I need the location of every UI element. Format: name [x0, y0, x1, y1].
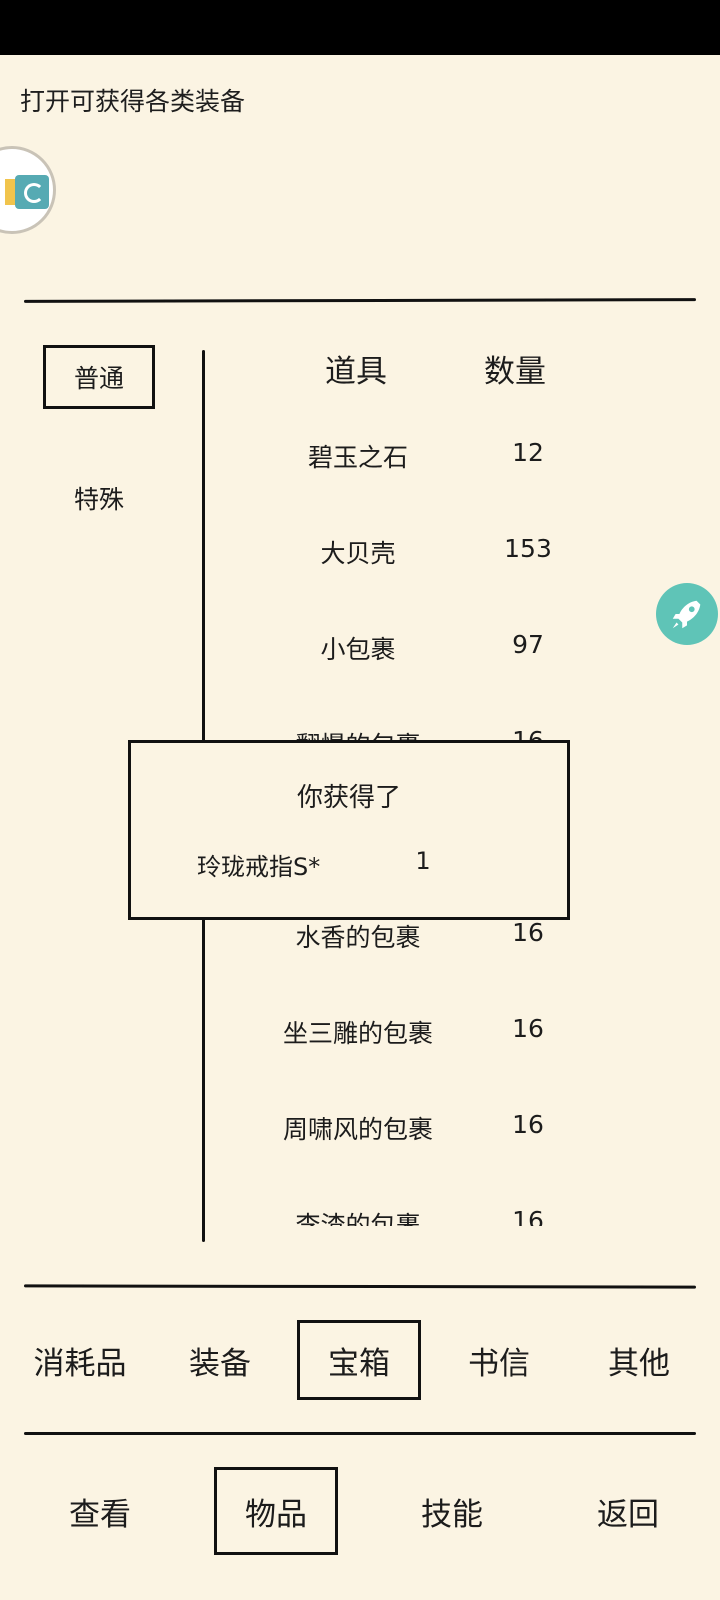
nav-view[interactable]: 查看 [69, 1496, 131, 1533]
tab-consumables[interactable]: 消耗品 [33, 1345, 127, 1382]
item-count: 97 [512, 630, 544, 659]
reward-item-name: 玲珑戒指S* [197, 853, 321, 881]
hint-text: 打开可获得各类装备 [20, 87, 246, 116]
rocket-icon[interactable] [656, 583, 718, 645]
item-name: 大贝壳 [320, 539, 396, 568]
table-row[interactable]: 大贝壳 153 [210, 520, 590, 580]
side-tab-normal[interactable]: 普通 [43, 345, 155, 409]
item-count: 16 [512, 1110, 544, 1139]
item-name: 水香的包裹 [295, 923, 421, 952]
item-name: 李渣的包裹 [295, 1211, 421, 1226]
item-name: 坐三雕的包裹 [282, 1019, 433, 1048]
item-count: 16 [512, 1014, 544, 1043]
status-bar [0, 0, 720, 55]
column-header-qty: 数量 [484, 354, 546, 390]
nav-skills[interactable]: 技能 [421, 1496, 483, 1533]
tab-others[interactable]: 其他 [608, 1345, 670, 1382]
dialog-title: 你获得了 [296, 783, 401, 813]
reward-item-count: 1 [415, 847, 431, 875]
tab-equipment[interactable]: 装备 [189, 1345, 251, 1382]
table-row[interactable]: 小包裹 97 [210, 616, 590, 676]
top-divider [23, 298, 697, 303]
item-count: 12 [512, 438, 544, 467]
item-name: 周啸风的包裹 [282, 1115, 433, 1144]
rocket-glyph [672, 600, 701, 629]
nav-back[interactable]: 返回 [597, 1496, 659, 1533]
table-row[interactable]: 碧玉之石 12 [210, 424, 590, 484]
item-count: 16 [512, 1206, 544, 1226]
table-row[interactable]: 水香的包裹 16 [210, 904, 590, 964]
reward-dialog[interactable]: 你获得了 玲珑戒指S* 1 [128, 740, 570, 920]
avatar-tile-yellow [5, 179, 15, 205]
nav-items[interactable]: 物品 [214, 1467, 338, 1555]
item-count: 16 [512, 918, 544, 947]
table-row[interactable]: 坐三雕的包裹 16 [210, 1000, 590, 1060]
side-tab-special[interactable]: 特殊 [73, 485, 124, 514]
tab-letters[interactable]: 书信 [468, 1345, 530, 1382]
tab-treasure-chest[interactable]: 宝箱 [297, 1320, 421, 1400]
category-top-divider [23, 1284, 697, 1289]
item-name: 小包裹 [320, 635, 396, 664]
table-row[interactable]: 周啸风的包裹 16 [210, 1096, 590, 1156]
app-avatar-icon[interactable] [0, 146, 56, 234]
item-count: 153 [504, 534, 552, 563]
avatar-tile-teal [15, 175, 49, 209]
nav-top-divider [24, 1432, 696, 1435]
column-header-item: 道具 [325, 354, 387, 390]
table-row[interactable]: 李渣的包裹 16 [210, 1192, 590, 1226]
item-name: 碧玉之石 [307, 443, 408, 472]
